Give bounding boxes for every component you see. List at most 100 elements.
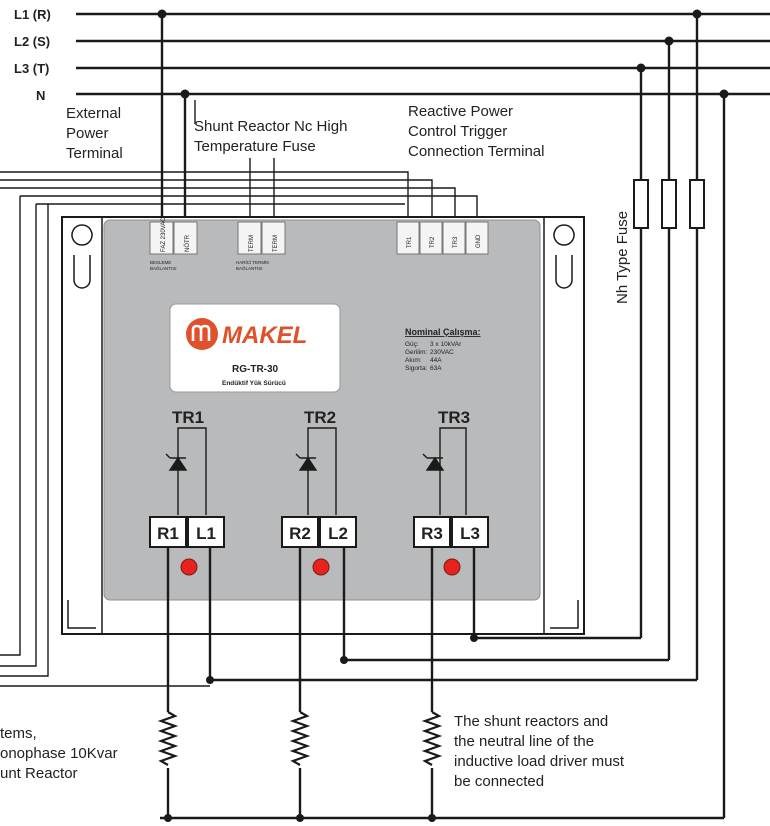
nh-fuse-l3: [633, 179, 649, 229]
annotation-left-note: tems, onophase 10Kvar unt Reactor: [0, 725, 118, 782]
terminal-term-1-label: TERM: [249, 235, 255, 252]
nh-fuse-l1: [689, 179, 705, 229]
bus-label-l2: L2 (S): [14, 34, 50, 49]
junction-dot: [340, 656, 348, 664]
output-junctions: [164, 634, 478, 822]
notch-left-icon: [67, 600, 96, 629]
annotation-line: onophase 10Kvar: [0, 745, 118, 762]
terminal-tr1-label: TR1: [407, 236, 413, 248]
terminal-l2[interactable]: [319, 516, 357, 548]
terminal-faz[interactable]: [149, 221, 174, 255]
brand-plate: MAKEL RG-TR-30 Endüktif Yük Sürücü: [169, 303, 341, 393]
power-caption-1: BESLEME: [150, 260, 171, 265]
terminal-l3-label: L3: [460, 524, 480, 543]
annotation-line: Control Trigger: [408, 123, 507, 140]
terminal-term-1[interactable]: [237, 221, 262, 255]
channel-name: TR2: [304, 408, 336, 427]
keyhole-left-icon: [71, 224, 93, 289]
bus-label-l3: L3 (T): [14, 61, 49, 76]
terminal-gnd[interactable]: [465, 221, 489, 255]
notch-right-icon: [550, 600, 579, 629]
reactor-coil-1-icon: [157, 711, 179, 766]
terminal-l3[interactable]: [451, 516, 489, 548]
control-wire-tr3: [0, 187, 456, 222]
terminal-tr1[interactable]: [396, 221, 420, 255]
control-wire-gnd: [20, 195, 478, 222]
spec-value: 230VAC: [430, 349, 454, 356]
left-return-2: [0, 204, 49, 677]
annotation-line: inductive load driver must: [454, 753, 625, 770]
channel-name: TR3: [438, 408, 470, 427]
junction-dot: [164, 814, 172, 822]
terminal-notr[interactable]: [173, 221, 198, 255]
annotation-reactive-power: Reactive Power Control Trigger Connectio…: [408, 103, 544, 160]
annotation-line: Terminal: [66, 145, 123, 162]
device-subtitle: Endüktif Yük Sürücü: [222, 380, 286, 387]
terminal-term-2-label: TERM: [273, 235, 279, 252]
annotation-line: Shunt Reactor Nc High: [194, 118, 347, 135]
annotation-right-note: The shunt reactors and the neutral line …: [454, 713, 625, 790]
reactor-coil-2-icon: [289, 711, 311, 766]
junction-dot: [470, 634, 478, 642]
terminal-term-2[interactable]: [261, 221, 286, 255]
brand-name: MAKEL: [222, 322, 307, 349]
triac-gate-icon: [165, 453, 171, 459]
bus-lines: [76, 12, 770, 96]
terminal-tr2-label: TR2: [430, 236, 436, 248]
annotation-shunt-fuse: Shunt Reactor Nc High Temperature Fuse: [194, 118, 347, 155]
annotation-line: Reactive Power: [408, 103, 513, 120]
channel-tr3: TR3 R3 L3: [413, 408, 489, 576]
annotation-external-power: External Power Terminal: [66, 105, 123, 162]
brand-logo-mark-icon: [191, 324, 211, 341]
channel-tr2: TR2 R2 L2: [281, 408, 357, 576]
mounting-flange-left: [62, 216, 103, 635]
power-terminals: FAZ 230VAC NÖTR BESLEME BAĞLANTISI: [149, 217, 198, 271]
power-caption-2: BAĞLANTISI: [150, 265, 177, 271]
spec-title: Nominal Çalışma:: [405, 327, 481, 337]
terminal-tr3-label: TR3: [453, 236, 459, 248]
terminal-l1[interactable]: [187, 516, 225, 548]
channel-loop: [307, 427, 337, 515]
terminal-r3-label: R3: [421, 524, 443, 543]
nh-fuses: [633, 179, 705, 229]
status-led: [180, 558, 198, 576]
temp-caption-2: BAĞLANTISI: [236, 265, 263, 271]
terminal-r1-label: R1: [157, 524, 179, 543]
annotation-line: be connected: [454, 773, 544, 790]
terminal-tr2[interactable]: [419, 221, 443, 255]
bus-label-n: N: [36, 88, 45, 103]
terminal-l1-label: L1: [196, 524, 216, 543]
channel-loop: [177, 427, 207, 515]
shunt-reactors: [157, 711, 443, 766]
control-wire-tr1: [0, 171, 409, 222]
nh-fuse-l2: [661, 179, 677, 229]
channel-tr1: TR1 R1 L1: [149, 408, 225, 576]
terminal-tr3[interactable]: [442, 221, 466, 255]
temp-terminals: TERM TERM HARİCİ TERMİK BAĞLANTISI: [236, 221, 286, 271]
junction-dot: [692, 9, 702, 19]
terminal-r3[interactable]: [413, 516, 451, 548]
triac-icon: [425, 456, 445, 471]
bus-labels: L1 (R) L2 (S) L3 (T) N: [14, 7, 51, 103]
mounting-flange-right: [543, 216, 584, 635]
annotation-line: the neutral line of the: [454, 733, 594, 750]
nh-fuse-label: Nh Type Fuse: [614, 211, 631, 304]
annotation-line: unt Reactor: [0, 765, 78, 782]
junction-dot: [206, 676, 214, 684]
status-led: [443, 558, 461, 576]
terminal-r2[interactable]: [281, 516, 319, 548]
left-return-1: [0, 204, 37, 667]
junction-dot: [428, 814, 436, 822]
terminal-r2-label: R2: [289, 524, 311, 543]
junction-dot: [664, 36, 674, 46]
terminal-gnd-label: GND: [476, 234, 482, 248]
annotation-line: The shunt reactors and: [454, 713, 608, 730]
triac-gate-icon: [422, 453, 428, 459]
device-model: RG-TR-30: [232, 364, 279, 375]
spec-key: Akım:: [405, 357, 422, 364]
fuse-feeds: [639, 14, 726, 818]
junction-dot: [636, 63, 646, 73]
annotation-line: External: [66, 105, 121, 122]
annotation-line: Connection Terminal: [408, 143, 544, 160]
